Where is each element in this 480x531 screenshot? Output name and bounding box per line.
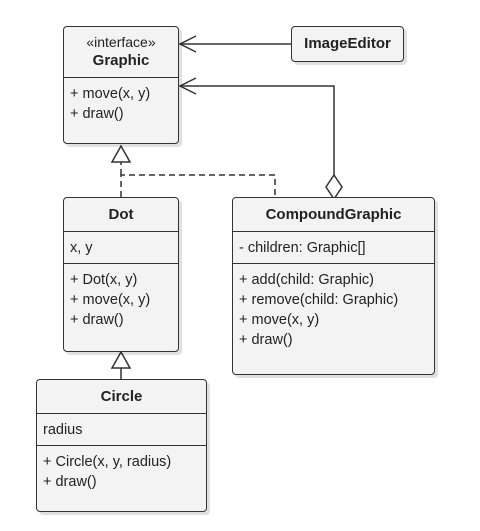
class-compoundgraphic-header: CompoundGraphic [233,198,434,231]
method: + move(x, y) [239,312,320,328]
class-compoundgraphic: CompoundGraphic - children: Graphic[] + … [232,197,435,375]
method: + remove(child: Graphic) [239,292,399,308]
field: x, y [70,240,93,256]
class-circle-fields: radius [37,413,206,445]
stereotype-label: «interface» [86,34,156,50]
association-imageeditor-graphic [178,35,291,53]
method: + draw() [239,332,293,348]
class-dot-methods: + Dot(x, y) + move(x, y) + draw() [64,263,178,335]
class-compoundgraphic-methods: + add(child: Graphic) + remove(child: Gr… [233,263,434,355]
method: + add(child: Graphic) [239,272,374,288]
method: + draw() [70,312,124,328]
class-name: CompoundGraphic [265,206,402,223]
class-dot-header: Dot [64,198,178,231]
class-name: ImageEditor [304,35,391,52]
class-imageeditor: ImageEditor [291,26,404,62]
class-circle: Circle radius + Circle(x, y, radius) + d… [36,379,207,512]
inheritance-circle-dot [110,350,132,379]
class-graphic: «interface» Graphic + move(x, y) + draw(… [63,26,179,144]
class-imageeditor-header: ImageEditor [292,27,403,60]
field: radius [43,422,83,438]
class-name: Dot [108,206,134,223]
method: + draw() [43,474,97,490]
field: - children: Graphic[] [239,240,366,256]
aggregation-compoundgraphic-graphic [178,77,343,201]
method: + draw() [70,106,124,122]
method: + Dot(x, y) [70,272,138,288]
class-graphic-methods: + move(x, y) + draw() [64,77,178,129]
method: + move(x, y) [70,292,151,308]
class-dot-fields: x, y [64,231,178,263]
method: + move(x, y) [70,86,151,102]
class-dot: Dot x, y + Dot(x, y) + move(x, y) + draw… [63,197,179,352]
class-name: Graphic [92,52,150,69]
class-graphic-header: «interface» Graphic [64,27,178,77]
class-compoundgraphic-fields: - children: Graphic[] [233,231,434,263]
class-circle-methods: + Circle(x, y, radius) + draw() [37,445,206,497]
realization-lines [110,144,276,197]
class-name: Circle [100,388,143,405]
class-circle-header: Circle [37,380,206,413]
method: + Circle(x, y, radius) [43,454,172,470]
